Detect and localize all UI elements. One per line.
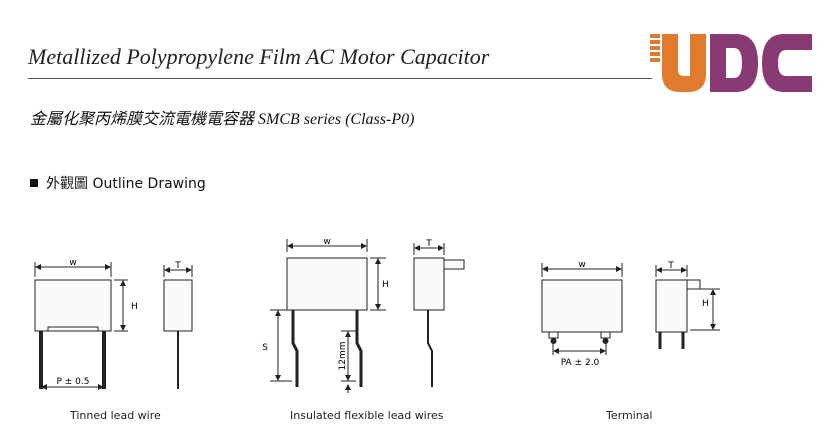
bullet-square-icon [30,179,38,187]
logo-letter-c [762,34,812,92]
logo-letter-u [650,34,706,92]
tinned-w-label: w [69,258,76,268]
terminal-pa-label: PA ± 2.0 [561,358,600,368]
drawing-insulated-lead-wires [270,239,465,393]
caption-tinned-lead-wire: Tinned lead wire [70,409,161,422]
caption-terminal: Terminal [606,409,653,422]
terminal-t-label: T [667,261,674,271]
drawing-terminal [541,263,720,355]
udc-logo [650,34,812,92]
insulated-t-label: T [425,239,432,249]
insulated-s-label: S [262,343,268,353]
insulated-w-label: w [323,237,330,247]
title-divider [28,78,652,79]
terminal-h-label: H [702,299,709,309]
tinned-t-label: T [174,261,181,271]
page-subtitle: 金屬化聚丙烯膜交流電機電容器 SMCB series (Class-P0) [30,111,415,128]
insulated-length-label: 12mm [338,342,348,371]
caption-insulated-lead-wires: Insulated flexible lead wires [290,409,444,422]
drawing-tinned-lead-wire [34,262,193,390]
section-heading: 外觀圖 Outline Drawing [30,173,206,193]
terminal-w-label: w [578,260,585,270]
tinned-h-label: H [131,302,138,312]
outline-drawings: w H T P ± 0.5 w H T S 12mm [34,237,720,393]
section-heading-label: 外觀圖 Outline Drawing [46,176,206,192]
insulated-h-label: H [382,280,389,290]
tinned-p-label: P ± 0.5 [56,377,89,387]
page-title: Metallized Polypropylene Film AC Motor C… [28,44,490,69]
logo-letter-d [710,34,758,92]
